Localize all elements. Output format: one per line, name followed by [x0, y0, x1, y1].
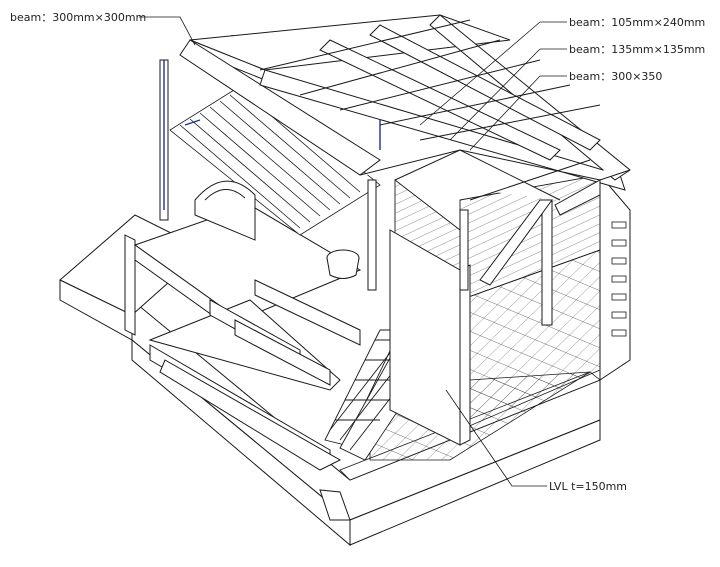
foundation [131, 298, 601, 547]
label-lvl: LVL t=150mm [549, 480, 628, 493]
floor-slabs [133, 204, 362, 471]
label-beam-135x135: beam：135mm×135mm [569, 43, 706, 56]
label-beam-300x300: beam：300mm×300mm [10, 11, 147, 24]
lvl-wall [389, 229, 471, 446]
roof-framing [179, 14, 631, 286]
vault [194, 180, 360, 279]
label-beam-300x350: beam：300×350 [569, 70, 663, 83]
leader-lines [139, 16, 567, 487]
label-beam-105x240: beam：105mm×240mm [569, 16, 706, 29]
